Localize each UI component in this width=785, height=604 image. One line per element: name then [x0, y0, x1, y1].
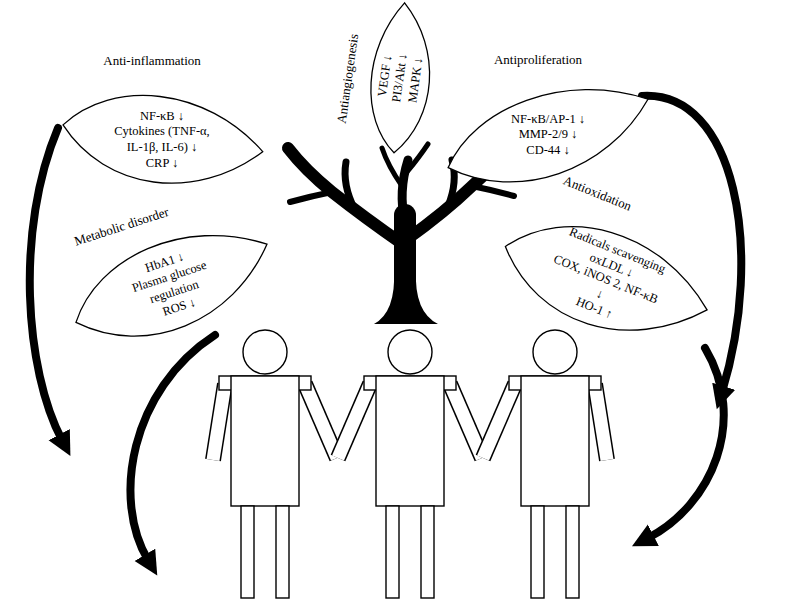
- leaf-heading: Antiangiogenesis: [333, 33, 361, 125]
- effect-item: MMP-2/9 ↓: [492, 127, 604, 143]
- person-figure: [338, 330, 482, 598]
- leaf-outline: [49, 61, 274, 219]
- leaf-heading: Antiproliferation: [494, 52, 582, 68]
- effect-item: Cytokines (TNF-α, IL-1β, IL-6) ↓: [106, 124, 218, 155]
- person-figure: [213, 330, 337, 598]
- effect-item: NF-κB/AP-1 ↓: [492, 112, 604, 128]
- leaf-body: NF-κB/AP-1 ↓MMP-2/9 ↓CD-44 ↓: [492, 112, 604, 159]
- leaf-heading: Antioxidation: [560, 173, 633, 215]
- leaf-heading: Anti-inflammation: [103, 53, 200, 69]
- leaf-heading: Metabolic disorder: [72, 204, 171, 250]
- leaf-body: NF-κB ↓Cytokines (TNF-α, IL-1β, IL-6) ↓C…: [106, 109, 218, 172]
- people: [213, 330, 607, 598]
- effect-item: CD-44 ↓: [492, 143, 604, 159]
- person-figure: [483, 330, 607, 598]
- leaf-node: AntioxidationRadicals scavengingoxLDL ↓C…: [481, 179, 729, 380]
- effect-item: CRP ↓: [106, 156, 218, 172]
- leaf-node: AntiproliferationNF-κB/AP-1 ↓MMP-2/9 ↓CD…: [441, 80, 656, 190]
- leaf-node: AntiangiogenesisVEGF ↓PI3/Akt ↓MAPK ↓: [350, 0, 451, 159]
- effect-item: NF-κB ↓: [106, 109, 218, 125]
- leaf-node: Anti-inflammationNF-κB ↓Cytokines (TNF-α…: [60, 81, 265, 199]
